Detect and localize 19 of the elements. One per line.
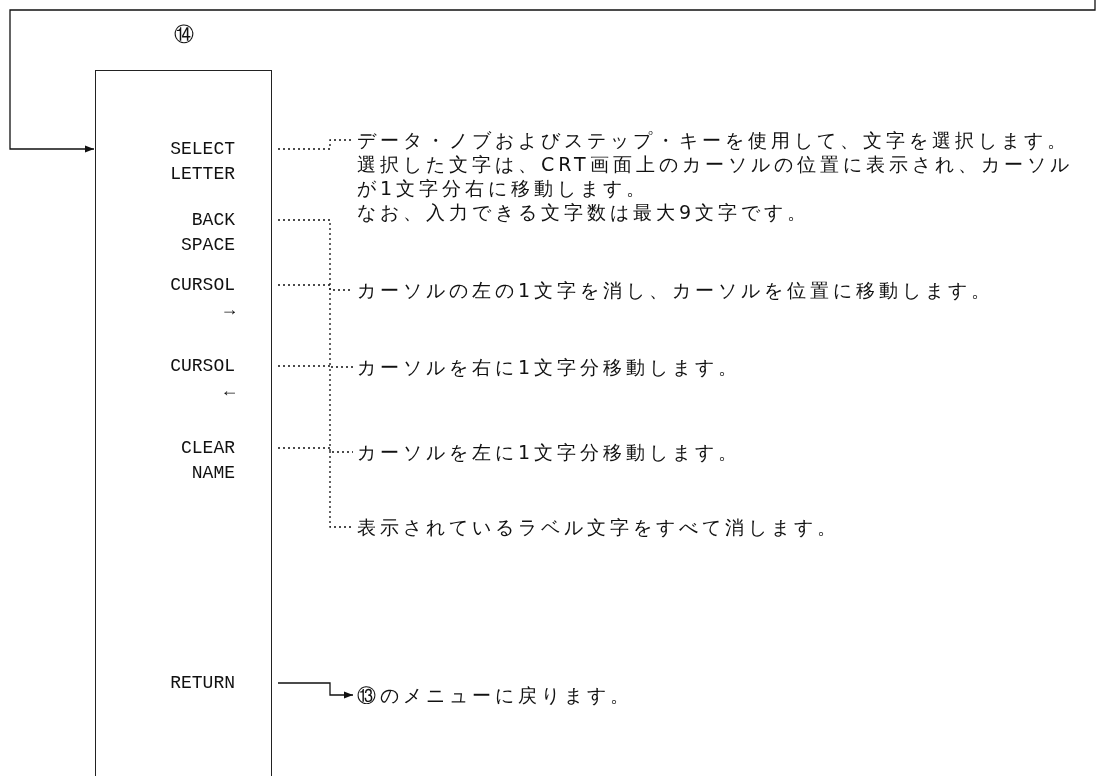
leader-line	[277, 139, 354, 150]
description-text: カーソルを右に1文字分移動します。	[357, 355, 1092, 379]
description-text: 表示されているラベル文字をすべて消します。	[357, 515, 1092, 539]
softkey-label: SELECT LETTER	[170, 137, 235, 187]
description-text: ⑬のメニューに戻ります。	[357, 683, 1092, 707]
leader-line	[277, 447, 354, 528]
description-text: カーソルの左の1文字を消し、カーソルを位置に移動します。	[357, 278, 1092, 302]
leader-line	[277, 284, 354, 368]
arrow	[277, 682, 354, 699]
panel-number: ⑭	[172, 22, 195, 46]
softkey-label: CURSOL ←	[170, 354, 235, 404]
leader-line	[277, 365, 354, 453]
softkey-label: CURSOL →	[170, 273, 235, 323]
description-text: カーソルを左に1文字分移動します。	[357, 440, 1092, 464]
softkey-label: CLEAR NAME	[181, 436, 235, 486]
description-text: データ・ノブおよびステップ・キーを使用して、文字を選択します。 選択した文字は、CRT画面上のカーソルの位置に表示され、カーソルが1文字分右に移動します。 なお、入力できる文字数は最大9文字です。	[357, 128, 1092, 224]
softkey-label: BACK SPACE	[181, 208, 235, 258]
softkey-label: RETURN	[170, 671, 235, 696]
arrow	[9, 0, 1096, 153]
